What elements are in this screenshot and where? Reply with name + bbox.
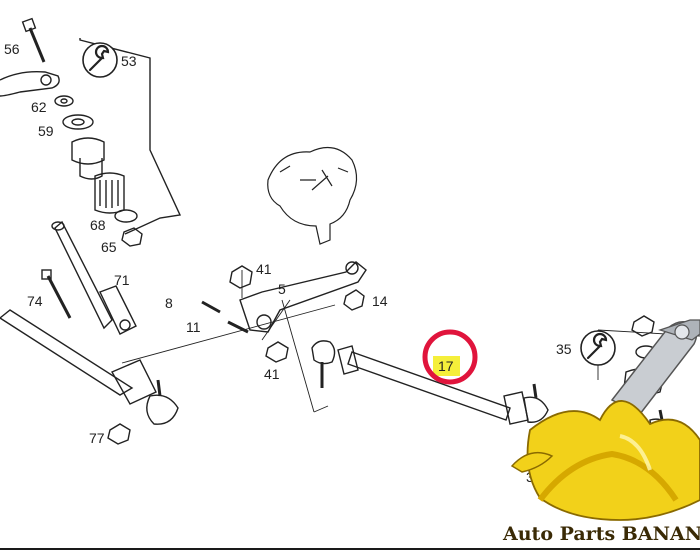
wrench-icon <box>580 330 616 366</box>
callout-17-ring <box>422 329 478 385</box>
banana-icon <box>510 319 700 521</box>
callout-77: 77 <box>89 430 105 446</box>
callout-41-bottom: 41 <box>264 366 280 382</box>
callout-56: 56 <box>4 41 20 57</box>
callout-17-highlight <box>433 356 460 376</box>
callout-41-top: 41 <box>256 261 272 277</box>
callout-14: 14 <box>372 293 388 309</box>
damper-assembly <box>41 220 137 335</box>
callout-8: 8 <box>165 295 173 311</box>
callout-11: 11 <box>186 319 201 335</box>
tie-rod-17 <box>311 340 549 425</box>
callout-labels: 56 53 62 59 68 65 71 74 8 11 41 5 14 41 … <box>4 41 572 485</box>
callout-62: 62 <box>31 99 47 115</box>
callout-68: 68 <box>90 217 106 233</box>
callout-71: 71 <box>114 272 130 288</box>
callout-53: 53 <box>121 53 137 69</box>
callout-5: 5 <box>278 281 286 297</box>
center-arm-assembly <box>201 261 367 413</box>
left-tie-rod <box>0 304 336 445</box>
callout-35: 35 <box>556 341 572 357</box>
upper-left-assembly <box>0 17 182 247</box>
callout-74: 74 <box>27 293 43 309</box>
callout-17: 17 <box>438 358 454 374</box>
bottom-border <box>0 548 700 550</box>
wrench-icon <box>82 42 118 78</box>
steering-box <box>267 146 358 245</box>
watermark-text: Auto Parts BANANA <box>502 523 700 545</box>
callout-65: 65 <box>101 239 117 255</box>
callout-59: 59 <box>38 123 54 139</box>
